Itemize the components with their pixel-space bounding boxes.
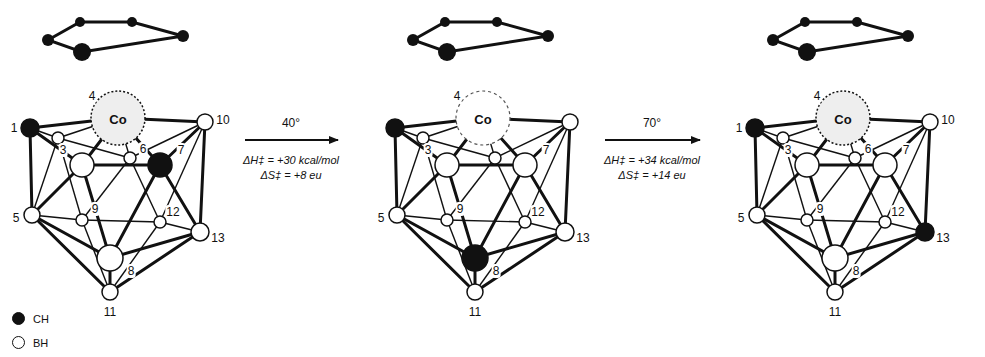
atom-number: 7 xyxy=(177,143,186,157)
atom-number: 12 xyxy=(530,205,545,219)
atom-number: 6 xyxy=(139,142,148,156)
atom-number: 11 xyxy=(468,305,482,319)
legend-text: BH xyxy=(32,336,49,350)
atom-number: 10 xyxy=(940,113,955,127)
legend-swatch xyxy=(12,312,25,325)
atom-number: 4 xyxy=(813,89,822,103)
atom-number: 12 xyxy=(890,205,905,219)
atom-number: 9 xyxy=(91,202,100,216)
activation-parameter: ΔS‡ = +8 eu xyxy=(259,168,322,182)
atom-number: 9 xyxy=(456,202,465,216)
atom-number: 1 xyxy=(735,121,744,135)
atom-number: 10 xyxy=(215,113,230,127)
atom-number: 12 xyxy=(165,205,180,219)
atom-number: 5 xyxy=(12,211,21,225)
activation-parameter: ΔH‡ = +30 kcal/mol xyxy=(242,153,340,167)
atom-number: 8 xyxy=(852,264,861,278)
atom-number: 7 xyxy=(902,143,911,157)
metal-label: Co xyxy=(473,113,492,127)
activation-parameter: ΔS‡ = +14 eu xyxy=(617,168,686,182)
legend-text: CH xyxy=(32,312,50,326)
metal-label: Co xyxy=(108,113,127,127)
atom-number: 6 xyxy=(864,142,873,156)
atom-number: 3 xyxy=(784,143,793,157)
atom-number: 9 xyxy=(816,202,825,216)
atom-number: 13 xyxy=(575,231,590,245)
atom-number: 3 xyxy=(59,143,68,157)
atom-number: 8 xyxy=(127,264,136,278)
atom-number: 1 xyxy=(10,121,19,135)
atom-number: 40° xyxy=(281,116,301,130)
atom-number: 11 xyxy=(828,305,842,319)
atom-number: 11 xyxy=(103,305,117,319)
atom-number: 70° xyxy=(642,116,662,130)
atom-number: 4 xyxy=(88,89,97,103)
activation-parameter: ΔH‡ = +34 kcal/mol xyxy=(603,153,701,167)
atom-number: 13 xyxy=(935,231,950,245)
atom-number: 7 xyxy=(542,143,551,157)
atom-number: 4 xyxy=(453,89,462,103)
atom-number: 5 xyxy=(737,211,746,225)
atom-number: 3 xyxy=(424,143,433,157)
legend-swatch xyxy=(12,336,25,349)
metal-label: Co xyxy=(833,113,852,127)
atom-number: 13 xyxy=(210,231,225,245)
atom-number: 8 xyxy=(492,264,501,278)
atom-number: 5 xyxy=(377,211,386,225)
